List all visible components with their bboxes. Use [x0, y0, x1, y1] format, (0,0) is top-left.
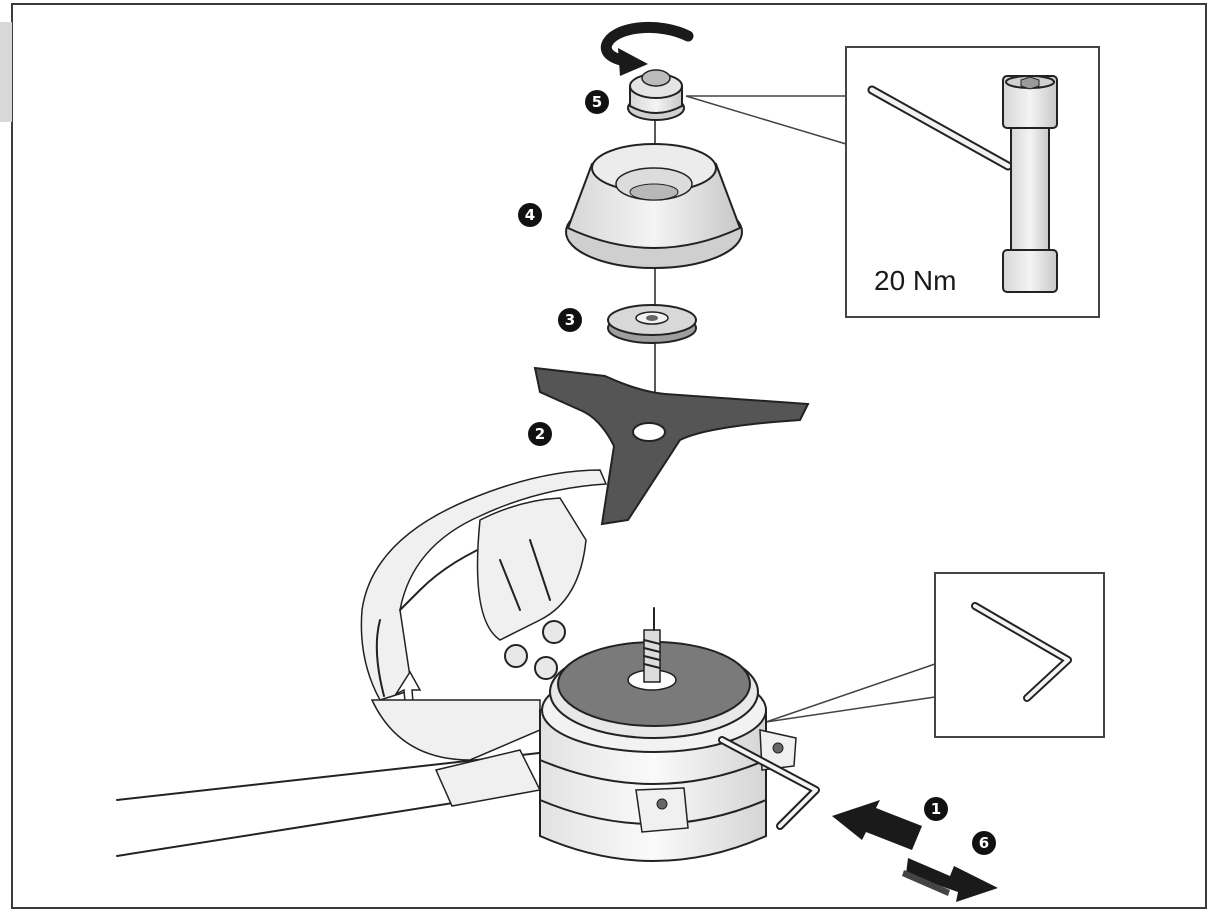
- torque-value: 20 Nm: [874, 265, 956, 296]
- allen-key-inset: [765, 572, 1105, 738]
- part-marker-4: 4: [518, 203, 542, 227]
- torque-inset: 20 Nm: [685, 46, 1100, 318]
- cover-cap: [565, 143, 743, 269]
- blade: [533, 366, 810, 526]
- part-marker-3: 3: [558, 308, 582, 332]
- svg-text:6: 6: [979, 834, 989, 852]
- svg-text:3: 3: [565, 311, 575, 329]
- allen-key-icon: [971, 602, 1072, 702]
- svg-text:5: 5: [592, 93, 602, 111]
- svg-text:4: 4: [525, 206, 535, 224]
- washer: [607, 304, 697, 344]
- nut: [627, 69, 685, 121]
- corner-tab: [0, 22, 12, 122]
- socket-wrench-icon: [867, 75, 1058, 293]
- gear-head: [539, 607, 797, 862]
- blade-guard: [360, 469, 608, 761]
- svg-text:2: 2: [535, 425, 545, 443]
- part-marker-6: 6: [972, 831, 996, 855]
- shaft: [116, 749, 549, 857]
- rotation-arrow-icon: [600, 21, 694, 76]
- part-marker-5: 5: [585, 90, 609, 114]
- part-marker-2: 2: [528, 422, 552, 446]
- svg-text:1: 1: [931, 800, 941, 818]
- pull-arrow-icon: [902, 858, 998, 902]
- push-arrow-icon: [832, 800, 922, 850]
- allen-key-in-hub: [718, 736, 820, 830]
- part-marker-1: 1: [924, 797, 948, 821]
